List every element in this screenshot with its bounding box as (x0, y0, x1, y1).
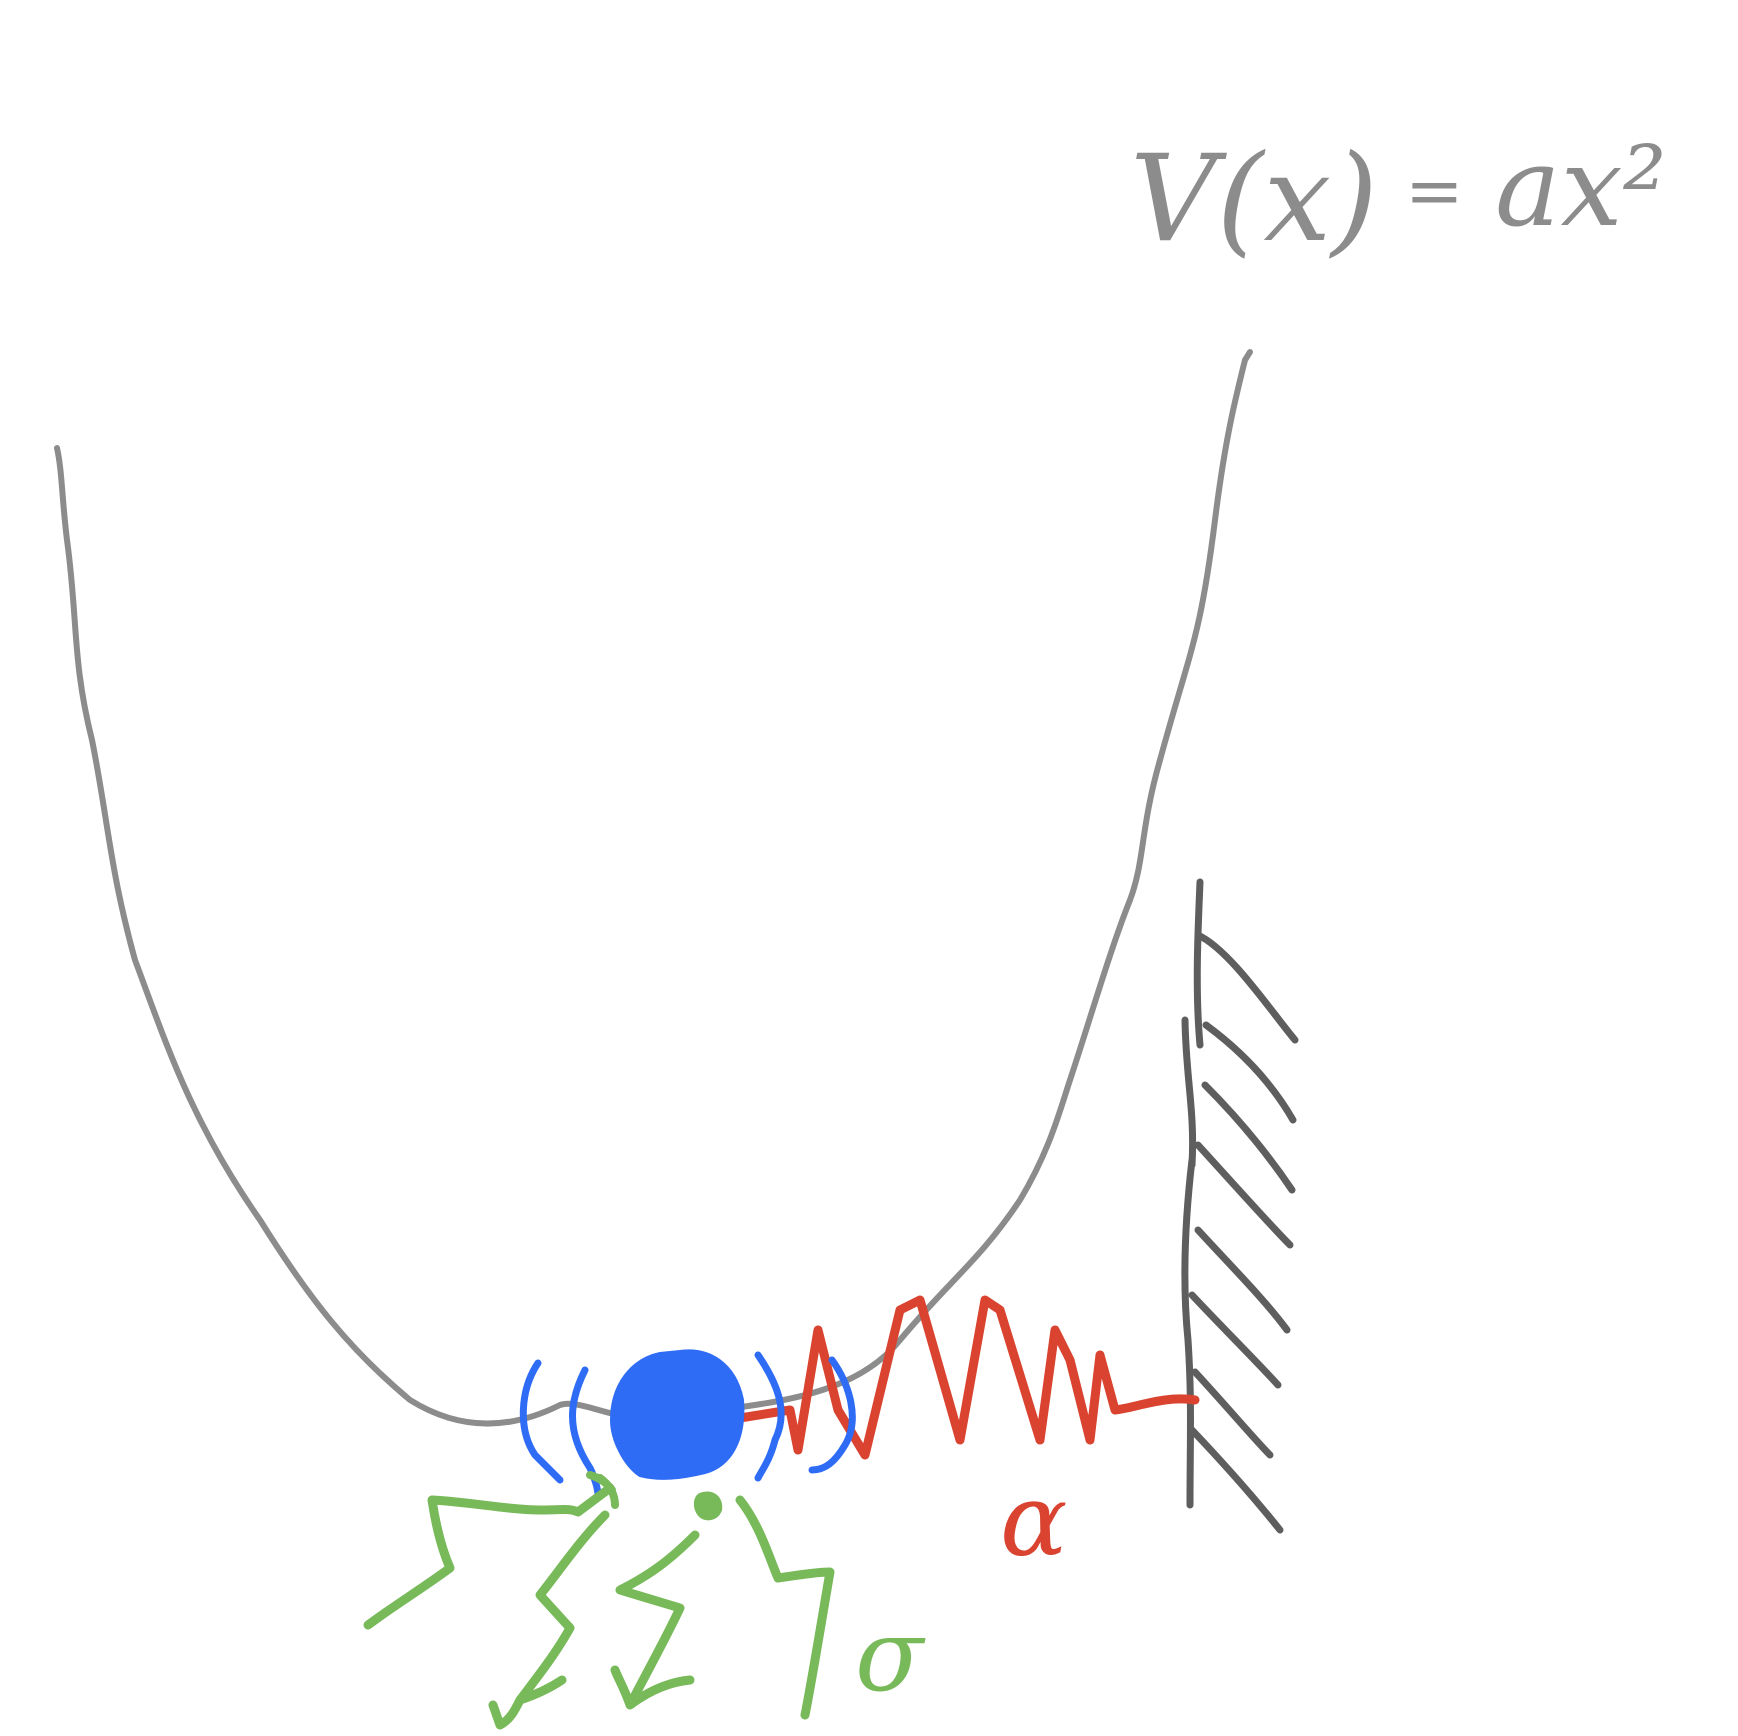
motion-marks-left (519, 1359, 602, 1499)
spring (735, 1295, 1200, 1460)
noise-squiggle-2 (610, 1530, 700, 1710)
formula-lhs: V(x) (1130, 130, 1378, 269)
noise-marks (363, 1471, 835, 1730)
potential-formula: V(x) = ax² (1130, 123, 1667, 269)
fixed-wall (1181, 878, 1299, 1534)
potential-curve (54, 349, 1253, 1427)
wall-line (1181, 878, 1204, 1509)
motion-marks-right (754, 1351, 856, 1482)
particle (609, 1349, 745, 1480)
noise-curl (586, 1471, 619, 1509)
formula-rhs: ax² (1495, 123, 1667, 251)
noise-amplitude-label: σ (855, 1597, 926, 1714)
spring-constant-label: α (1000, 1462, 1068, 1579)
noise-dot (693, 1491, 723, 1521)
formula-equals: = (1405, 150, 1464, 232)
noise-squiggle-3 (735, 1495, 835, 1720)
wall-hatching (1188, 931, 1299, 1534)
noise-squiggle-1 (363, 1483, 615, 1730)
